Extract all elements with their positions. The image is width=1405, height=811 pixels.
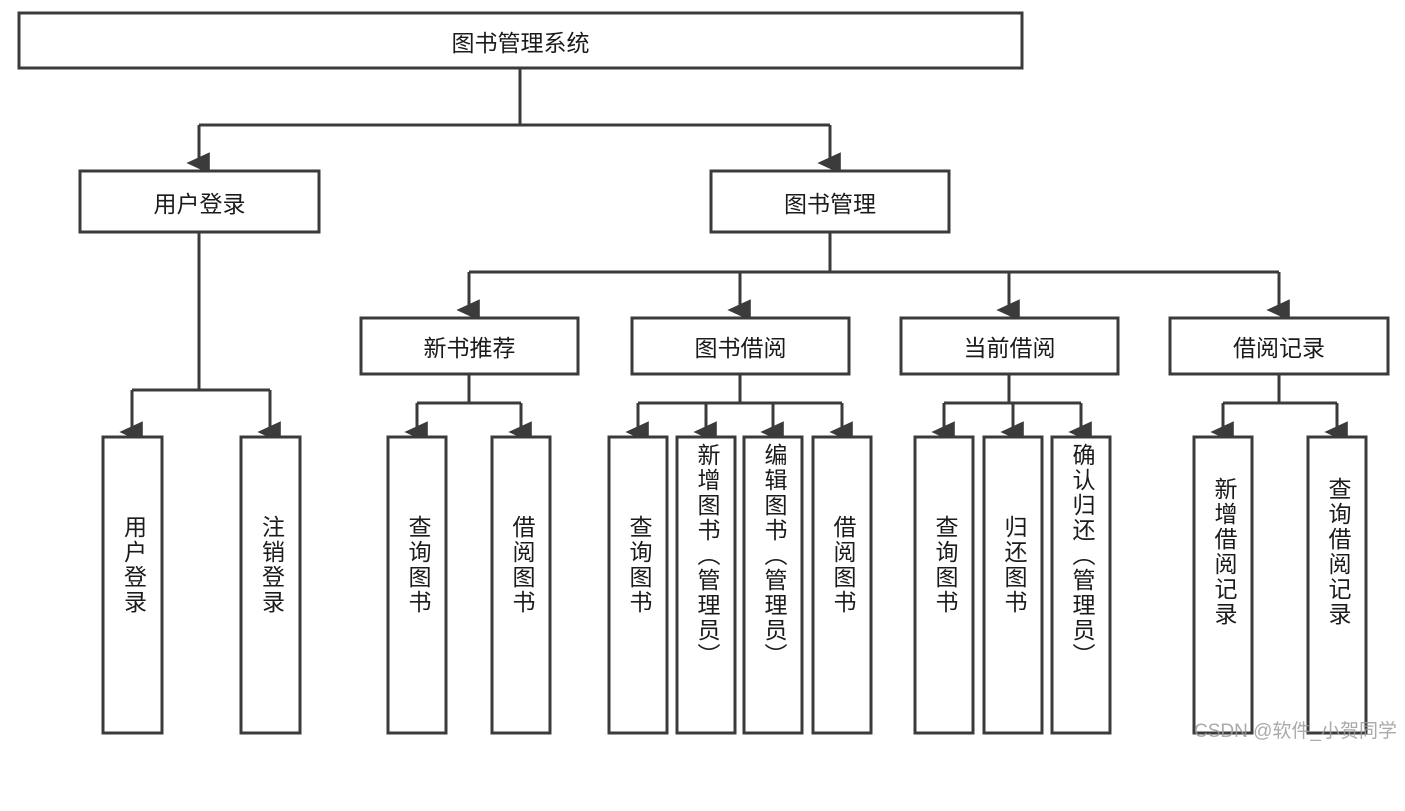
node-borrow-record[interactable]: [1168, 316, 1390, 376]
leaf-borrow-record-query-record[interactable]: [1306, 435, 1368, 735]
leaf-current-borrow-query-book[interactable]: [913, 435, 975, 735]
node-book-management[interactable]: [709, 169, 951, 234]
leaf-borrow-record-add-record[interactable]: [1192, 435, 1254, 735]
leaf-current-borrow-return-book[interactable]: [982, 435, 1044, 735]
leaf-user-login-logout[interactable]: [239, 435, 302, 735]
leaf-book-borrow-borrow-book[interactable]: [811, 435, 873, 735]
node-user-login[interactable]: [78, 169, 321, 234]
leaf-new-book-query-book[interactable]: [386, 435, 448, 735]
node-current-borrow[interactable]: [899, 316, 1120, 376]
node-root-book-management-system[interactable]: [17, 11, 1024, 70]
diagram-canvas: 图书管理系统 用户登录 图书管理 新书推荐 图书借阅 当前借阅 借阅记录 用户登…: [17, 11, 1397, 742]
node-new-book-recommend[interactable]: [359, 316, 580, 376]
node-book-borrow[interactable]: [630, 316, 851, 376]
leaf-new-book-borrow-book[interactable]: [490, 435, 552, 735]
diagram-svg: [17, 11, 1390, 735]
leaf-book-borrow-edit-book-admin[interactable]: [742, 435, 804, 735]
leaf-book-borrow-add-book-admin[interactable]: [675, 435, 737, 735]
leaf-book-borrow-query-book[interactable]: [607, 435, 669, 735]
leaf-current-borrow-confirm-return-admin[interactable]: [1050, 435, 1112, 735]
leaf-user-login-user-login[interactable]: [101, 435, 164, 735]
